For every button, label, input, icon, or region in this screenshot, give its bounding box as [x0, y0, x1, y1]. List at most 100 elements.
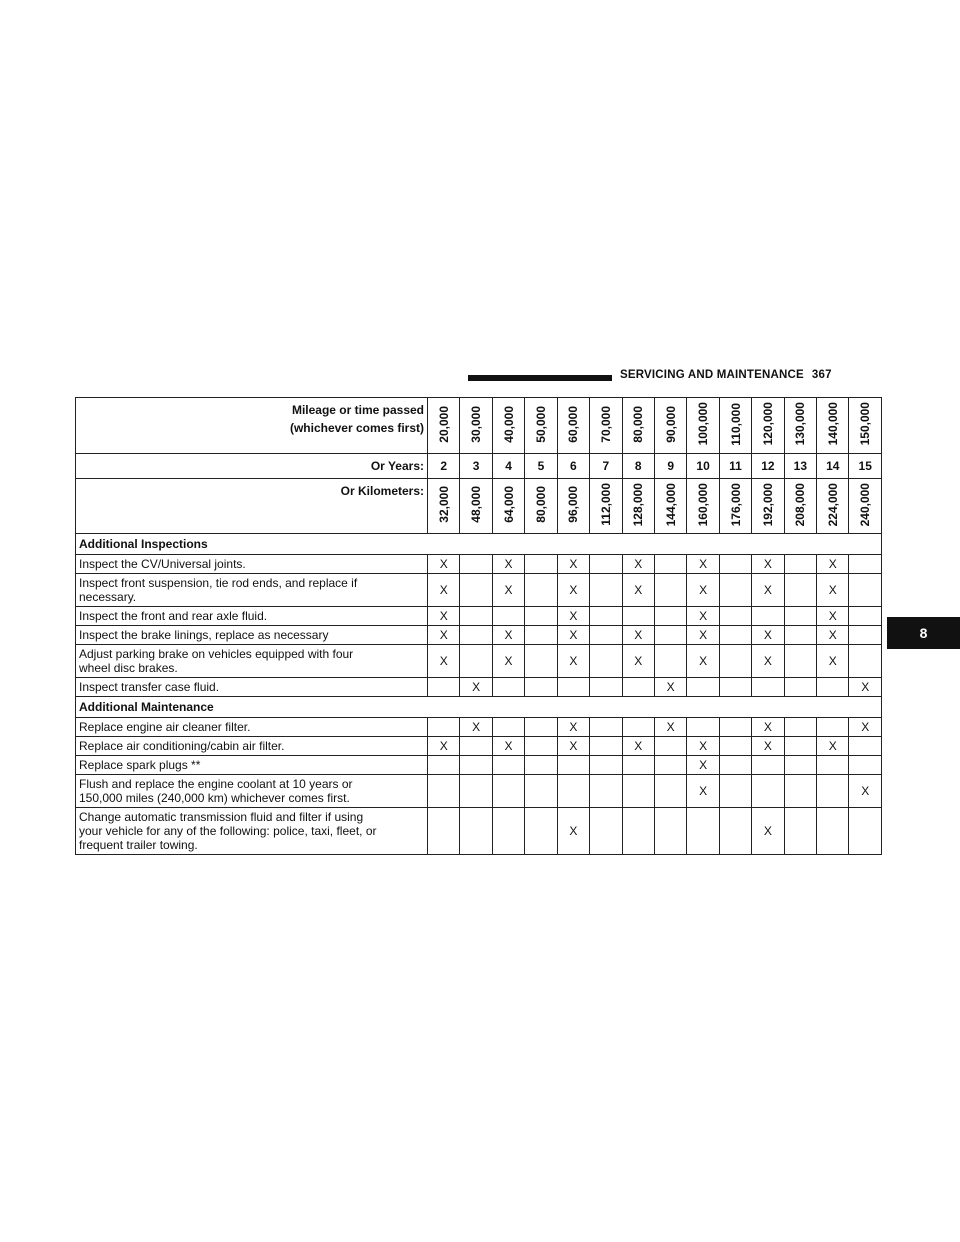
service-item-label: Replace engine air cleaner filter.	[75, 717, 428, 737]
service-mark	[686, 717, 720, 737]
service-mark: X	[816, 606, 850, 626]
service-mark: X	[751, 625, 785, 645]
kilometer-interval: 224,000	[816, 478, 850, 534]
service-mark	[524, 677, 558, 697]
service-mark: X	[556, 717, 591, 737]
service-mark	[426, 755, 461, 775]
service-mark: X	[816, 736, 850, 756]
service-item-label: Change automatic transmission fluid and …	[75, 807, 428, 855]
table-row: Adjust parking brake on vehicles equippe…	[75, 644, 882, 678]
kilometer-value: 96,000	[566, 486, 581, 523]
service-mark: X	[426, 644, 461, 678]
mileage-interval: 130,000	[783, 397, 818, 454]
kilometer-interval: 32,000	[426, 478, 461, 534]
service-item-line: frequent trailer towing.	[79, 838, 198, 852]
service-mark: X	[653, 677, 688, 697]
service-mark	[653, 736, 688, 756]
service-mark	[491, 807, 526, 855]
service-mark	[653, 755, 688, 775]
section-header-row: Additional Maintenance	[75, 696, 882, 718]
service-mark: X	[491, 736, 526, 756]
service-mark	[848, 606, 882, 626]
mileage-label-line: Mileage or time passed	[291, 403, 424, 417]
service-mark: X	[426, 625, 461, 645]
service-mark	[718, 554, 753, 574]
service-item-label: Inspect front suspension, tie rod ends, …	[75, 573, 428, 607]
service-mark	[589, 573, 623, 607]
service-item-line: Adjust parking brake on vehicles equippe…	[79, 647, 354, 661]
service-mark	[589, 606, 623, 626]
service-item-line: Replace air conditioning/cabin air filte…	[79, 739, 285, 753]
service-mark: X	[686, 755, 720, 775]
service-mark	[653, 807, 688, 855]
service-mark	[653, 554, 688, 574]
service-item-line: Inspect the CV/Universal joints.	[79, 557, 246, 571]
kilometer-interval: 80,000	[524, 478, 558, 534]
service-mark	[589, 736, 623, 756]
service-mark: X	[686, 774, 720, 808]
service-item-label: Inspect the front and rear axle fluid.	[75, 606, 428, 626]
mileage-interval: 30,000	[459, 397, 493, 454]
service-mark	[524, 554, 558, 574]
year-value: 13	[783, 453, 818, 479]
service-mark: X	[426, 606, 461, 626]
service-mark: X	[686, 554, 720, 574]
service-mark	[621, 755, 655, 775]
service-item-label: Inspect transfer case fluid.	[75, 677, 428, 697]
service-mark	[783, 625, 818, 645]
service-mark	[751, 774, 785, 808]
mileage-value: 140,000	[825, 402, 840, 446]
service-mark	[783, 736, 818, 756]
service-mark	[848, 573, 882, 607]
mileage-header-row: Mileage or time passed(whichever comes f…	[75, 397, 882, 454]
service-mark	[524, 573, 558, 607]
service-mark: X	[556, 573, 591, 607]
service-mark	[718, 606, 753, 626]
mileage-interval: 120,000	[751, 397, 785, 454]
service-mark	[718, 625, 753, 645]
service-mark: X	[556, 554, 591, 574]
service-mark	[848, 644, 882, 678]
service-item-line: Inspect the front and rear axle fluid.	[79, 609, 268, 623]
service-mark	[426, 774, 461, 808]
mileage-value: 110,000	[728, 402, 743, 446]
service-item-label: Replace spark plugs **	[75, 755, 428, 775]
service-item-line: Replace spark plugs **	[79, 758, 201, 772]
service-mark	[524, 644, 558, 678]
service-mark	[653, 625, 688, 645]
service-mark: X	[491, 554, 526, 574]
service-mark	[589, 644, 623, 678]
service-mark	[524, 736, 558, 756]
service-mark: X	[459, 717, 493, 737]
service-mark: X	[848, 717, 882, 737]
service-mark	[686, 677, 720, 697]
kilometer-value: 128,000	[631, 482, 646, 527]
mileage-interval: 150,000	[848, 397, 882, 454]
chapter-tab: 8	[887, 617, 960, 649]
service-mark: X	[459, 677, 493, 697]
service-mark	[783, 554, 818, 574]
service-mark	[491, 606, 526, 626]
service-mark	[621, 774, 655, 808]
service-mark	[524, 755, 558, 775]
service-mark	[718, 677, 753, 697]
mileage-value: 20,000	[436, 405, 451, 443]
kilometer-interval: 240,000	[848, 478, 882, 534]
service-mark	[718, 774, 753, 808]
kilometer-interval: 144,000	[653, 478, 688, 534]
service-mark	[459, 554, 493, 574]
service-item-line: wheel disc brakes.	[79, 661, 178, 675]
table-row: Inspect the front and rear axle fluid. X X…	[75, 606, 882, 626]
service-mark	[686, 807, 720, 855]
service-mark	[653, 774, 688, 808]
year-value: 3	[459, 453, 493, 479]
service-mark	[524, 807, 558, 855]
service-mark	[751, 755, 785, 775]
year-value: 15	[848, 453, 882, 479]
mileage-value: 40,000	[501, 405, 516, 443]
kilometer-value: 32,000	[436, 486, 451, 523]
service-mark	[848, 755, 882, 775]
